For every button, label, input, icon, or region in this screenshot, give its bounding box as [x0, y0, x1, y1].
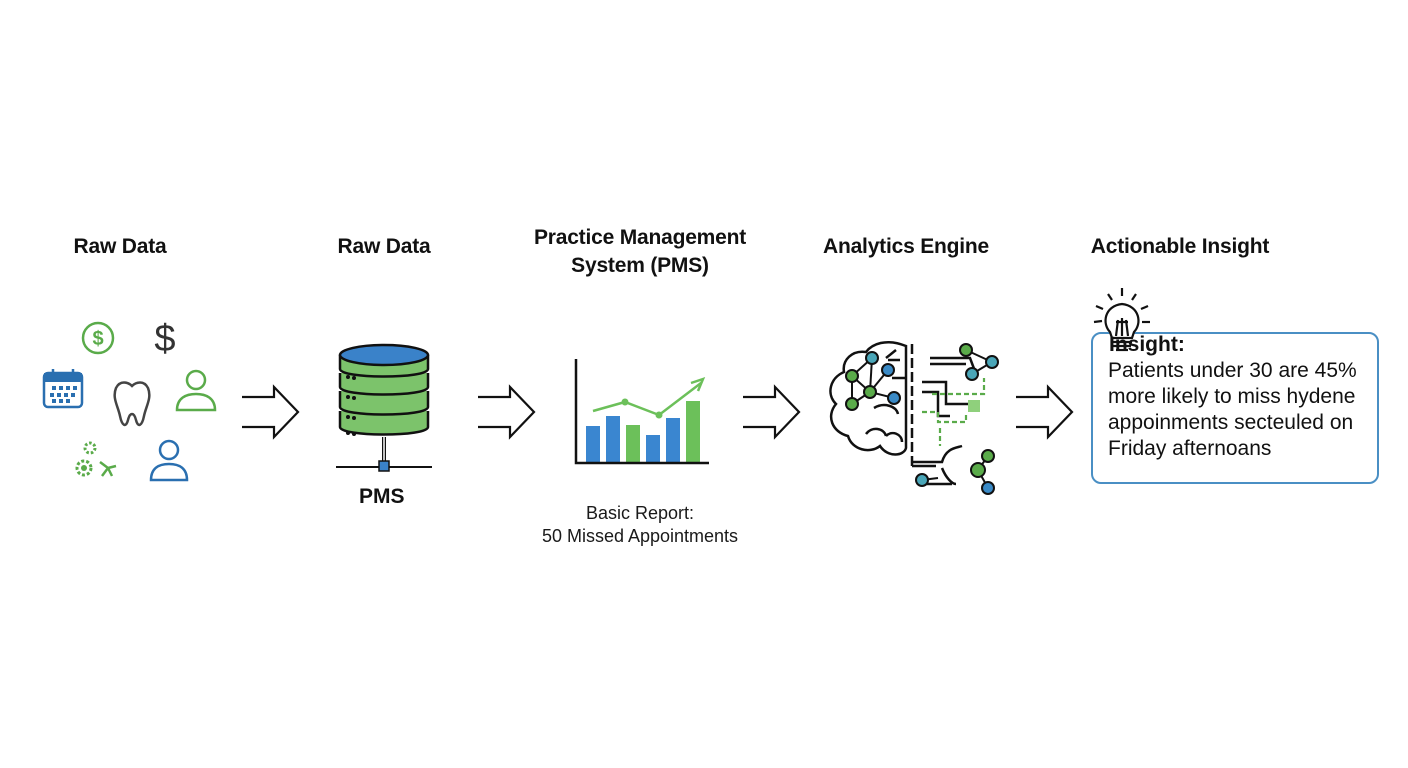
dollar-icon: $: [154, 318, 175, 360]
stage-3-title-line1: Practice Management: [533, 226, 747, 249]
trend-point: [621, 398, 629, 406]
report-caption-line2: 50 Missed Appointments: [541, 526, 739, 546]
chart-bar: [606, 416, 620, 463]
person-icon-green: [175, 369, 217, 412]
brain-network-icon: [829, 341, 999, 495]
insight-card: [1091, 332, 1379, 484]
svg-text:$: $: [92, 328, 103, 350]
arrow-icon-1: [242, 384, 300, 440]
insight-label: Insight:: [1109, 333, 1185, 356]
tooth-icon: [113, 381, 151, 427]
person-icon-blue: [149, 439, 189, 482]
stage-1-title: Raw Data: [73, 235, 167, 258]
lightbulb-icon: [1093, 288, 1150, 352]
dollar-circle-icon: $: [81, 321, 115, 355]
stage-4-title: Analytics Engine: [822, 235, 989, 258]
arrow-icon-3: [743, 384, 801, 440]
chart-bar: [686, 401, 700, 463]
svg-text:$: $: [154, 318, 175, 360]
chart-bar: [646, 435, 660, 463]
chart-bar: [626, 425, 640, 463]
database-icon: [336, 343, 432, 472]
trend-line: [592, 382, 702, 417]
chart-bar: [586, 426, 600, 463]
report-caption-line1: Basic Report:: [585, 503, 695, 523]
trend-arrowhead: [690, 376, 706, 392]
bar-chart-icon: [574, 359, 709, 465]
chart-bar: [666, 418, 680, 463]
stage-5-title: Actionable Insight: [1090, 235, 1270, 258]
stage-2-title: Raw Data: [337, 235, 431, 258]
chart-axes: [574, 359, 709, 465]
trend-point: [655, 411, 663, 419]
calendar-icon: [42, 369, 84, 409]
arrow-icon-2: [478, 384, 536, 440]
gears-icon: [75, 441, 117, 477]
arrow-icon-4: [1016, 384, 1074, 440]
pms-label: PMS: [359, 485, 405, 508]
stage-3-title-line2: System (PMS): [571, 254, 709, 277]
insight-text: Patients under 30 are 45% more likely to…: [1108, 359, 1357, 460]
